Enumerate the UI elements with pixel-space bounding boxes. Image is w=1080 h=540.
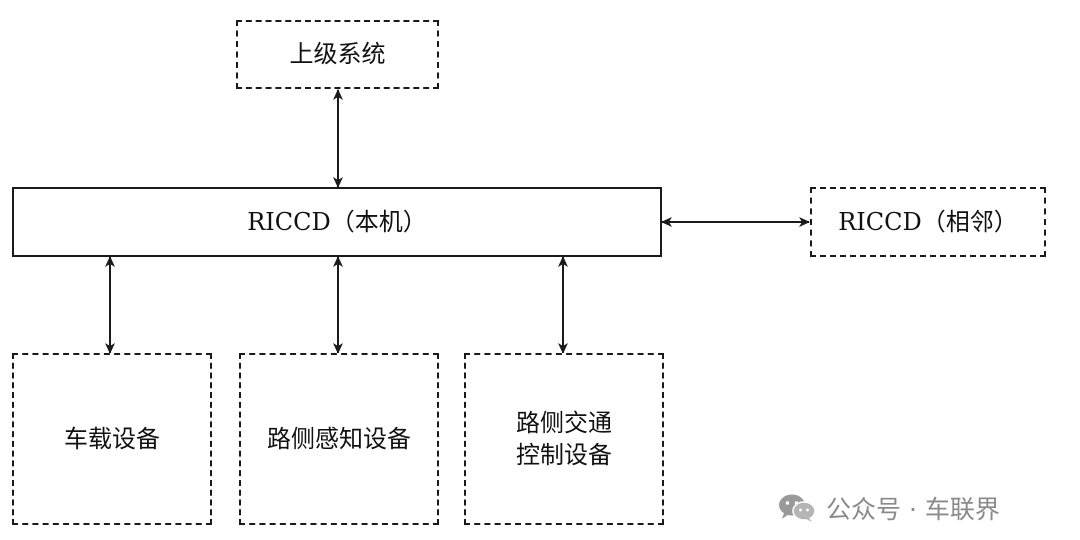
node-roadside-traffic-control: 路侧交通 控制设备 [464,353,664,525]
node-vehicle-device: 车载设备 [12,353,212,525]
node-upper-system-label: 上级系统 [289,40,386,69]
node-vehicle-device-label: 车载设备 [64,424,160,453]
node-upper-system: 上级系统 [236,20,439,89]
watermark-text: 公众号 · 车联界 [826,495,1000,524]
node-roadside-sensing-label: 路侧感知设备 [267,424,411,453]
node-roadside-traffic-control-line-1: 路侧交通 [516,408,612,437]
node-riccd-neighbor: RICCD（相邻） [810,187,1046,257]
node-roadside-traffic-control-label: 路侧交通 控制设备 [516,407,612,472]
node-riccd-neighbor-label: RICCD（相邻） [838,207,1018,236]
watermark: 公众号 · 车联界 [778,488,1000,528]
node-riccd-local: RICCD（本机） [12,187,662,257]
wechat-icon [779,494,816,522]
node-riccd-local-label: RICCD（本机） [247,207,427,236]
node-roadside-traffic-control-line-2: 控制设备 [516,441,612,469]
node-roadside-sensing: 路侧感知设备 [239,353,439,525]
